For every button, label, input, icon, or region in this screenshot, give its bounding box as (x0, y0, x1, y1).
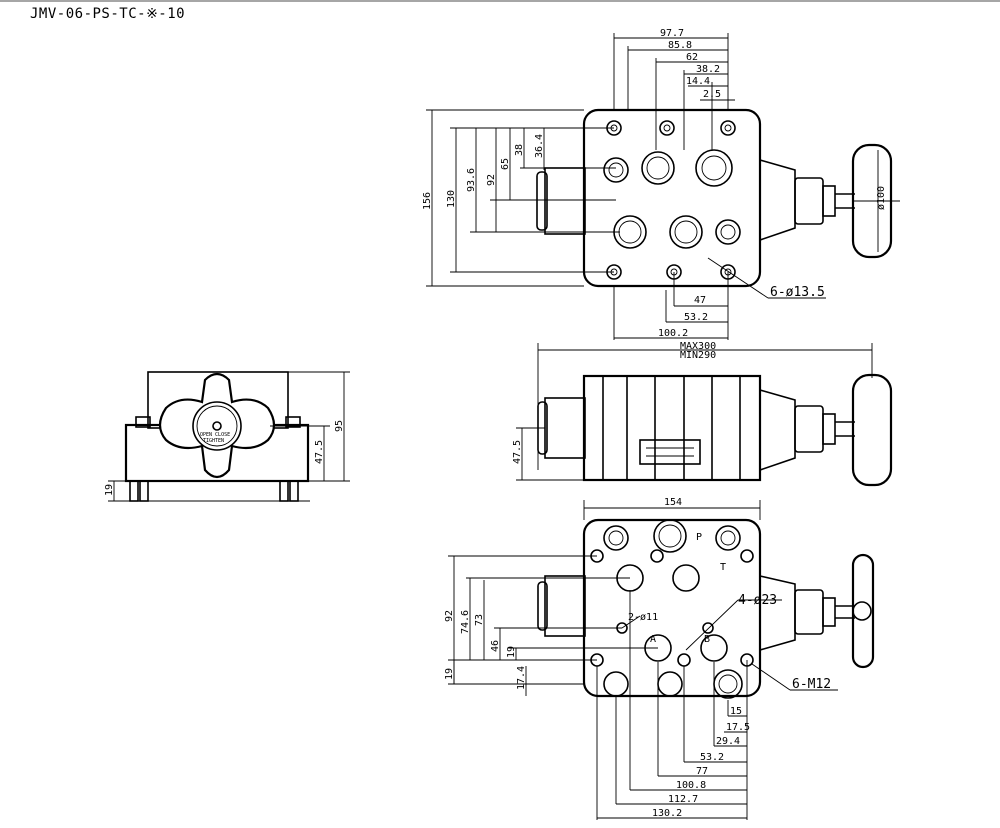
svg-text:77: 77 (696, 766, 708, 777)
front-view-left-plug (544, 397, 586, 459)
front-view-body (582, 374, 762, 482)
port-label-a: A (650, 634, 656, 645)
svg-text:154: 154 (664, 497, 682, 508)
top-view-bolt-holes (606, 120, 736, 280)
front-view-dims: MAX300 MIN290 47.5 (512, 341, 873, 481)
bottom-view-bottom-dims: 15 17.5 29.4 53.2 77 100.8 112.7 130.2 (596, 590, 750, 820)
svg-text:29.4: 29.4 (716, 736, 740, 747)
svg-text:14.4: 14.4 (686, 76, 710, 87)
bottom-view: P T A B 154 92 74.6 73 46 19 (444, 497, 875, 820)
top-view-ports (603, 149, 741, 249)
bottom-view-holes (590, 549, 754, 699)
port-label-p: P (696, 532, 702, 543)
knob-text-2: TIGHTEN (203, 438, 224, 444)
top-view-top-dims: 97.7 85.8 62 38.2 14.4 2.5 (613, 28, 735, 150)
knob-text-1: OPEN CLOSE (200, 432, 230, 438)
svg-text:130.2: 130.2 (652, 808, 682, 819)
label-4-dia23: 4-ø23 (738, 593, 777, 608)
label-2-dia11: 2-ø11 (628, 612, 658, 623)
side-view: OPEN CLOSE TIGHTEN 95 47.5 19 (104, 371, 350, 502)
bottom-view-left-plug (544, 575, 586, 637)
bottom-view-handwheel (851, 553, 875, 669)
port-label-t: T (720, 562, 726, 573)
side-view-knob (158, 372, 276, 479)
svg-text:38: 38 (514, 144, 525, 156)
svg-text:95: 95 (334, 420, 345, 432)
top-view-stem-housing (794, 177, 824, 225)
svg-text:2.5: 2.5 (703, 89, 721, 100)
svg-text:53.2: 53.2 (684, 312, 708, 323)
svg-text:17.5: 17.5 (726, 722, 750, 733)
svg-text:65: 65 (500, 158, 511, 170)
top-view-left-dims: 156 130 93.6 92 65 38 36.4 (422, 109, 620, 287)
port-label-b: B (704, 634, 710, 645)
front-view-nameplate (639, 439, 701, 465)
hole-callout-label: 6-ø13.5 (770, 285, 825, 300)
svg-text:92: 92 (486, 174, 497, 186)
svg-text:74.6: 74.6 (460, 610, 471, 634)
svg-text:93.6: 93.6 (466, 168, 477, 192)
top-view-nut (822, 185, 836, 217)
svg-text:47.5: 47.5 (512, 440, 523, 464)
svg-text:38.2: 38.2 (696, 64, 720, 75)
svg-text:100.2: 100.2 (658, 328, 688, 339)
svg-text:47: 47 (694, 295, 706, 306)
svg-text:156: 156 (422, 192, 433, 210)
top-view: ø100 97.7 85.8 (422, 28, 900, 340)
handwheel-dia-label: ø100 (876, 186, 887, 210)
front-view-handwheel (851, 373, 893, 487)
svg-text:15: 15 (730, 706, 742, 717)
svg-text:19: 19 (444, 668, 455, 680)
svg-text:19: 19 (506, 646, 517, 658)
svg-text:19: 19 (104, 484, 115, 496)
svg-text:130: 130 (446, 190, 457, 208)
svg-text:62: 62 (686, 52, 698, 63)
bottom-view-left-dims: 92 74.6 73 46 19 19 17.4 (444, 555, 658, 696)
svg-text:53.2: 53.2 (700, 752, 724, 763)
bottom-view-top-dims: 154 (583, 497, 761, 520)
top-view-right-housing (759, 159, 796, 241)
drawing-title: JMV-06-PS-TC-※-10 (30, 6, 186, 22)
top-view-left-plug (544, 167, 586, 235)
top-view-body (582, 108, 762, 288)
label-6-m12: 6-M12 (792, 677, 831, 692)
top-view-bottom-dims: 47 53.2 100.2 (613, 272, 729, 340)
svg-text:MIN290: MIN290 (680, 350, 716, 361)
side-view-dims: 95 47.5 19 (104, 371, 350, 502)
svg-text:46: 46 (490, 640, 501, 652)
top-view-left-cap (536, 171, 548, 231)
svg-text:100.8: 100.8 (676, 780, 706, 791)
svg-text:97.7: 97.7 (660, 28, 684, 39)
front-view: MAX300 MIN290 47.5 (512, 341, 893, 487)
svg-text:MAX300: MAX300 (680, 341, 716, 352)
svg-text:36.4: 36.4 (534, 134, 545, 158)
svg-text:47.5: 47.5 (314, 440, 325, 464)
svg-text:73: 73 (474, 614, 485, 626)
svg-text:92: 92 (444, 610, 455, 622)
svg-text:85.8: 85.8 (668, 40, 692, 51)
svg-text:112.7: 112.7 (668, 794, 698, 805)
svg-text:17.4: 17.4 (516, 666, 527, 690)
